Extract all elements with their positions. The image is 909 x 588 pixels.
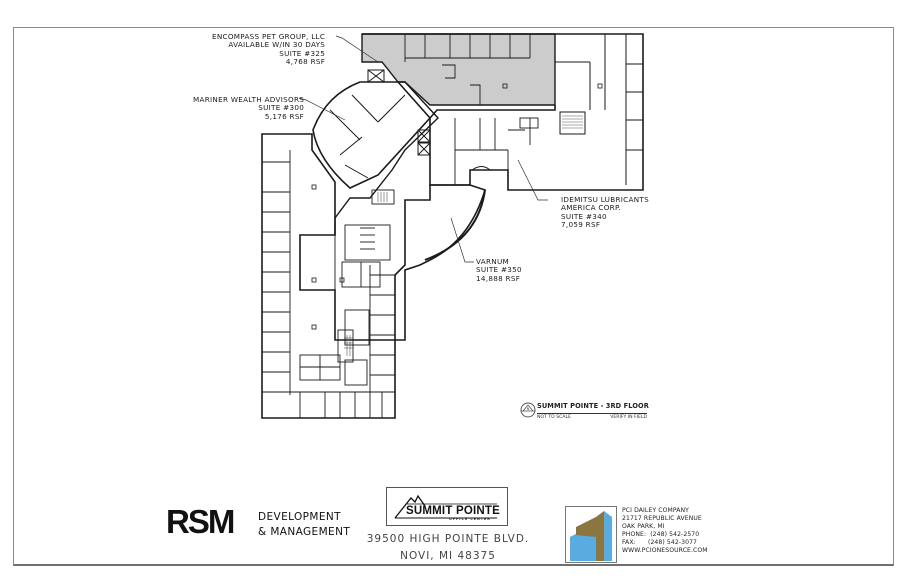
floor-title: SUMMIT POINTE - 3RD FLOOR xyxy=(537,402,649,410)
suite-325-area: 4,768 RSF xyxy=(285,57,326,67)
summit-pointe-sub: OFFICE CENTER xyxy=(449,517,491,521)
suite-350-number: SUITE #350 xyxy=(476,265,522,275)
rsm-tagline: DEVELOPMENT & MANAGEMENT xyxy=(258,510,350,540)
suite-340-tenant-line2: AMERICA CORP. xyxy=(561,203,622,213)
pci-city: OAK PARK, MI xyxy=(622,523,665,531)
suite-340-tenant-line1: IDEMITSU LUBRICANTS xyxy=(561,195,649,204)
summit-pointe-name: SUMMIT POINTE xyxy=(406,505,500,517)
suite-325-available-area[interactable] xyxy=(361,33,556,106)
suite-300-label: MARINER WEALTH ADVISORS SUITE #300 5,176… xyxy=(193,95,305,121)
suite-300-area: 5,176 RSF xyxy=(264,111,305,121)
address-line2: NOVI, MI 48375 xyxy=(400,550,496,562)
pci-fax: FAX: (248) 542-3077 xyxy=(622,539,698,547)
pci-logo xyxy=(565,506,617,563)
suite-350-label: VARNUM SUITE #350 14,888 RSF xyxy=(476,257,522,283)
suite-340-area: 7,059 RSF xyxy=(561,220,601,230)
suite-350-area: 14,888 RSF xyxy=(476,273,521,283)
rsm-logo: RSM xyxy=(166,503,235,540)
suite-300-number: SUITE #300 xyxy=(258,103,305,113)
suite-325-tenant: ENCOMPASS PET GROUP, LLC xyxy=(212,32,326,41)
suite-325-status: AVAILABLE W/IN 30 DAYS xyxy=(228,40,326,50)
floor-notes: NOT TO SCALE VERIFY IN FIELD xyxy=(537,413,647,420)
pci-contact-block: PCI DAILEY COMPANY 21717 REPUBLIC AVENUE… xyxy=(622,507,708,556)
summit-pointe-logo: SUMMIT POINTE OFFICE CENTER xyxy=(386,487,508,526)
suite-325-label: ENCOMPASS PET GROUP, LLC AVAILABLE W/IN … xyxy=(212,32,326,67)
pci-street: 21717 REPUBLIC AVENUE xyxy=(622,515,702,523)
pci-website[interactable]: WWW.PCIONESOURCE.COM xyxy=(622,547,708,555)
pci-company: PCI DAILEY COMPANY xyxy=(622,507,689,514)
suite-300-tenant: MARINER WEALTH ADVISORS xyxy=(193,95,305,104)
suite-340-number: SUITE #340 xyxy=(561,211,607,221)
svg-text:N: N xyxy=(527,407,530,411)
drawing-sheet-border xyxy=(13,27,894,566)
verify-in-field-note: VERIFY IN FIELD xyxy=(610,415,647,420)
rsm-line2: & MANAGEMENT xyxy=(258,526,351,538)
address-line1: 39500 HIGH POINTE BLVD. xyxy=(366,533,530,545)
rsm-line1: DEVELOPMENT xyxy=(258,511,341,523)
suite-350-tenant: VARNUM xyxy=(476,257,510,266)
north-arrow-icon: N xyxy=(520,402,536,418)
suite-325-number: SUITE #325 xyxy=(279,48,326,58)
suite-340-label: IDEMITSU LUBRICANTS AMERICA CORP. SUITE … xyxy=(561,195,649,230)
mountain-icon xyxy=(394,494,497,519)
property-address: 39500 HIGH POINTE BLVD. NOVI, MI 48375 xyxy=(366,531,530,565)
pci-building-icon xyxy=(570,511,612,561)
not-to-scale-note: NOT TO SCALE xyxy=(537,415,571,420)
pci-phone: PHONE: (248) 542-2570 xyxy=(622,531,700,539)
